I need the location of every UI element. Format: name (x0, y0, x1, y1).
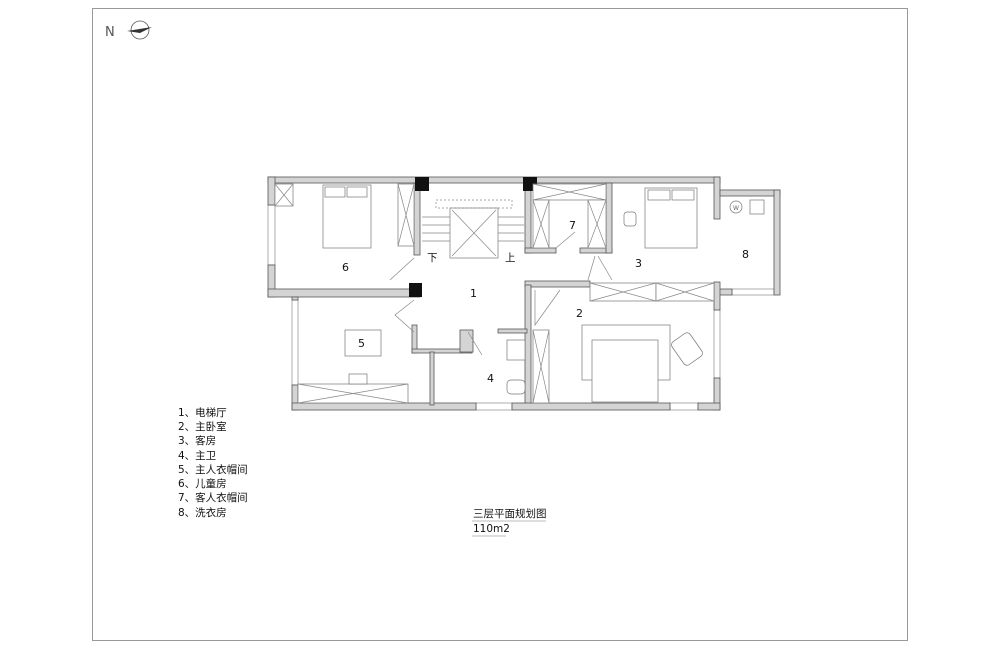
stair-down-label: 下 (427, 252, 438, 264)
washbasin (506, 339, 526, 361)
closets (274, 183, 715, 404)
drawing-frame (92, 8, 908, 641)
island-room5 (344, 329, 382, 357)
svg-text:W: W (733, 205, 739, 212)
plan-title-block: 三层平面规划图 110m2 (472, 507, 547, 537)
washing-machine (729, 200, 743, 214)
room-label-4: 4 (487, 372, 494, 385)
chair (623, 211, 637, 227)
legend-item: 3、客房 (178, 434, 216, 447)
stair-elevator (422, 199, 524, 259)
north-compass-icon: N (105, 20, 152, 40)
room-label-5: 5 (358, 337, 365, 350)
stair-up-label: 上 (505, 252, 516, 264)
legend-item: 8、洗衣房 (178, 506, 227, 519)
room-label-7: 7 (569, 219, 576, 232)
room-label-2: 2 (576, 307, 583, 320)
legend-item: 7、客人衣帽间 (178, 491, 248, 504)
room-label-6: 6 (342, 261, 349, 274)
bed-room2 (591, 339, 659, 403)
armchair (671, 332, 703, 366)
toilet (506, 379, 526, 395)
plan-title: 三层平面规划图 (473, 507, 547, 520)
room-label-1: 1 (470, 287, 477, 300)
room-label-8: 8 (742, 248, 749, 261)
room-label-3: 3 (635, 257, 642, 270)
north-label: N (105, 25, 115, 40)
legend-item: 5、主人衣帽间 (178, 463, 248, 476)
room-legend: 1、电梯厅 2、主卧室 3、客房 4、主卫 5、主人衣帽间 6、儿童房 7、客人… (178, 406, 248, 519)
legend-item: 1、电梯厅 (178, 406, 227, 419)
legend-item: 6、儿童房 (178, 477, 227, 490)
legend-item: 4、主卫 (178, 450, 216, 462)
plan-area: 110m2 (473, 523, 510, 535)
legend-item: 2、主卧室 (178, 420, 227, 433)
doors (389, 231, 613, 356)
walls (267, 176, 781, 411)
room-labels: 1 2 3 4 5 6 7 8 下 上 (342, 219, 749, 385)
furniture: W (322, 184, 765, 403)
